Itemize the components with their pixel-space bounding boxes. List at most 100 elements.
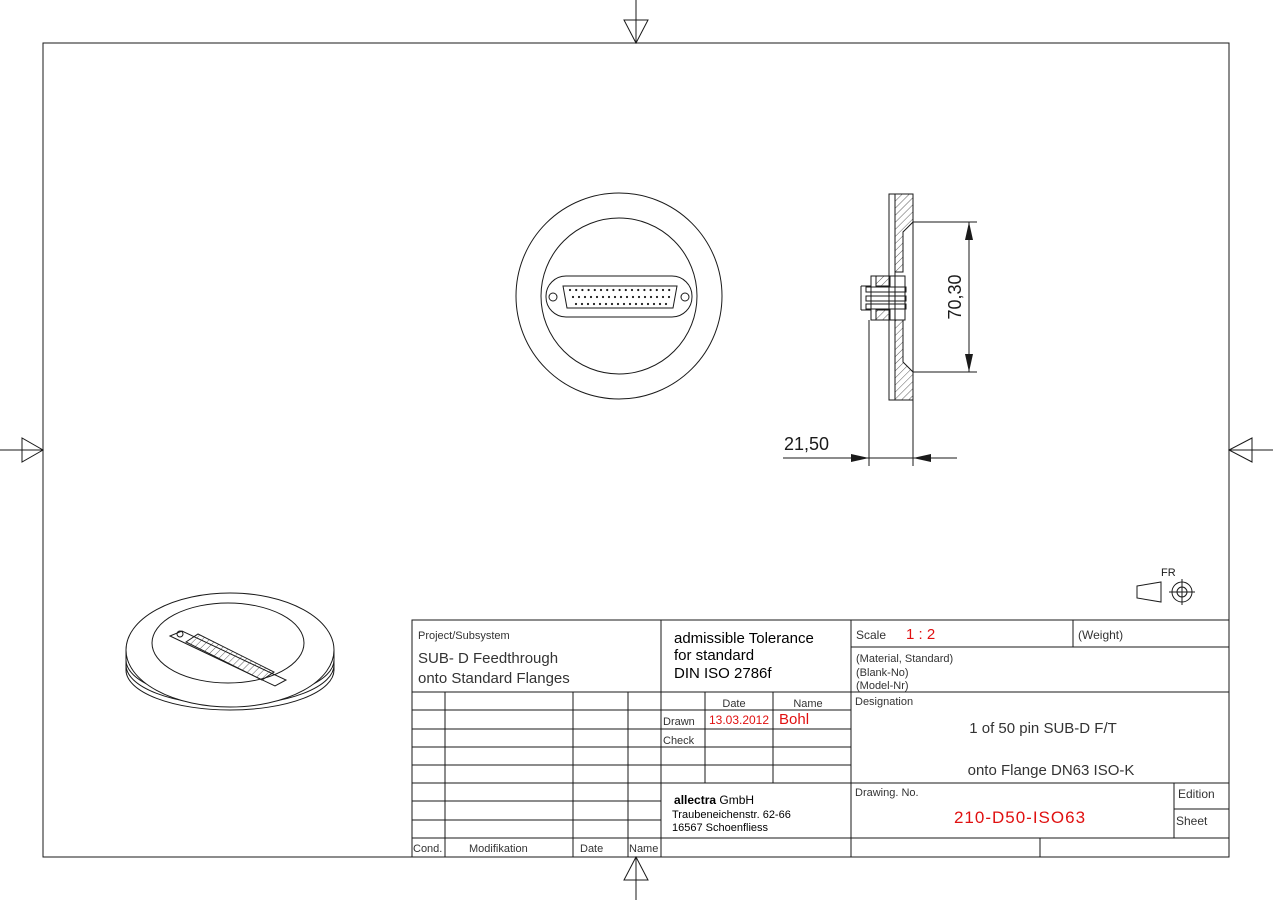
project-line-2: onto Standard Flanges (418, 670, 570, 687)
connector-pin (593, 288, 596, 292)
dimension-height (913, 221, 977, 373)
drawn-date: 13.03.2012 (709, 713, 769, 727)
centering-mark-bottom (623, 855, 649, 900)
connector-pin (649, 288, 652, 292)
sheet-label: Sheet (1176, 814, 1208, 828)
connector-pin (634, 302, 638, 306)
connector-pin (631, 295, 635, 299)
connector-pin (583, 295, 587, 299)
connector-pin (598, 302, 602, 306)
dimension-height-label: 70,30 (945, 274, 965, 319)
projection-symbol-label: FR (1161, 567, 1176, 579)
project-line-1: SUB- D Feedthrough (418, 650, 558, 667)
connector-pin (580, 302, 584, 306)
connector-pin (619, 295, 623, 299)
project-label: Project/Subsystem (418, 630, 510, 642)
connector-pin (640, 302, 644, 306)
connector-pin (661, 295, 665, 299)
connector-pin (589, 295, 593, 299)
connector-pin (630, 288, 634, 292)
connector-pin (577, 295, 581, 299)
title-block (411, 619, 1230, 858)
connector-pin (652, 302, 656, 306)
date-header: Date (722, 698, 745, 710)
check-label: Check (663, 735, 695, 747)
weight-label: (Weight) (1078, 628, 1123, 642)
connector-pin (581, 288, 584, 292)
connector-pin (601, 295, 605, 299)
connector-pin (574, 302, 578, 306)
connector-pin (628, 302, 632, 306)
company-prefix: a (674, 793, 681, 807)
dimension-depth (783, 320, 957, 466)
scale-value: 1 : 2 (906, 626, 935, 643)
name-header: Name (793, 698, 822, 710)
connector-pin (661, 288, 665, 292)
connector-pin (655, 288, 658, 292)
company-name: allectra GmbH (674, 793, 754, 807)
connector-pin (616, 302, 620, 306)
connector-pin (586, 302, 590, 306)
modifikation-label: Modifikation (469, 843, 528, 855)
connector-pin (637, 288, 640, 292)
front-view (515, 192, 723, 400)
centering-mark-right (1227, 437, 1273, 463)
edition-label: Edition (1178, 787, 1215, 801)
drawn-name: Bohl (779, 711, 809, 728)
connector-pin (643, 295, 647, 299)
designation-line-1: 1 of 50 pin SUB-D F/T (969, 720, 1117, 737)
model-label: (Model-Nr) (856, 680, 909, 692)
connector-pin (595, 295, 599, 299)
tolerance-line-1: admissible Tolerance (674, 630, 814, 647)
connector-pin (646, 302, 650, 306)
connector-pin (624, 288, 627, 292)
tolerance-line-3: DIN ISO 2786f (674, 665, 772, 682)
cond-label: Cond. (413, 843, 442, 855)
connector-pin (664, 302, 668, 306)
connector-pin (587, 288, 590, 292)
centering-mark-left (0, 437, 45, 463)
pin-grid (568, 288, 671, 306)
connector-pin (607, 295, 611, 299)
connector-pin (625, 295, 629, 299)
connector-pin (599, 288, 603, 292)
connector-pin (568, 288, 572, 292)
connector-pin (606, 288, 609, 292)
connector-pin (622, 302, 626, 306)
tolerance-line-2: for standard (674, 647, 754, 664)
material-label: (Material, Standard) (856, 653, 953, 665)
mod-name-label: Name (629, 843, 658, 855)
centering-mark-top (623, 0, 649, 45)
company-street: Traubeneichenstr. 62-66 (672, 809, 791, 821)
title-block-text: Project/Subsystem SUB- D Feedthrough ont… (413, 626, 1215, 855)
dimension-depth-label: 21,50 (784, 434, 829, 454)
projection-symbol (1136, 579, 1195, 605)
connector-pin (613, 295, 617, 299)
blank-label: (Blank-No) (856, 667, 909, 679)
isometric-view (125, 592, 335, 711)
connector-pin (667, 295, 671, 299)
connector-pin (604, 302, 608, 306)
connector-pin (592, 302, 596, 306)
company-name-bold: llectra (681, 793, 717, 807)
drawing-no-label: Drawing. No. (855, 787, 919, 799)
designation-label: Designation (855, 696, 913, 708)
scale-label: Scale (856, 628, 886, 642)
connector-pin (655, 295, 659, 299)
connector-pin (610, 302, 614, 306)
connector-pin (658, 302, 662, 306)
company-city: 16567 Schoenfliess (672, 822, 769, 834)
connector-pin (649, 295, 653, 299)
connector-pin (637, 295, 641, 299)
designation-line-2: onto Flange DN63 ISO-K (968, 762, 1135, 779)
drawing-no-value: 210-D50-ISO63 (954, 808, 1086, 827)
connector-pin (571, 295, 575, 299)
connector-pin (668, 288, 671, 292)
connector-pin (575, 288, 578, 292)
drawn-label: Drawn (663, 716, 695, 728)
connector-pin (618, 288, 621, 292)
connector-pin (643, 288, 646, 292)
company-suffix: GmbH (716, 793, 754, 807)
connector-pin (612, 288, 615, 292)
